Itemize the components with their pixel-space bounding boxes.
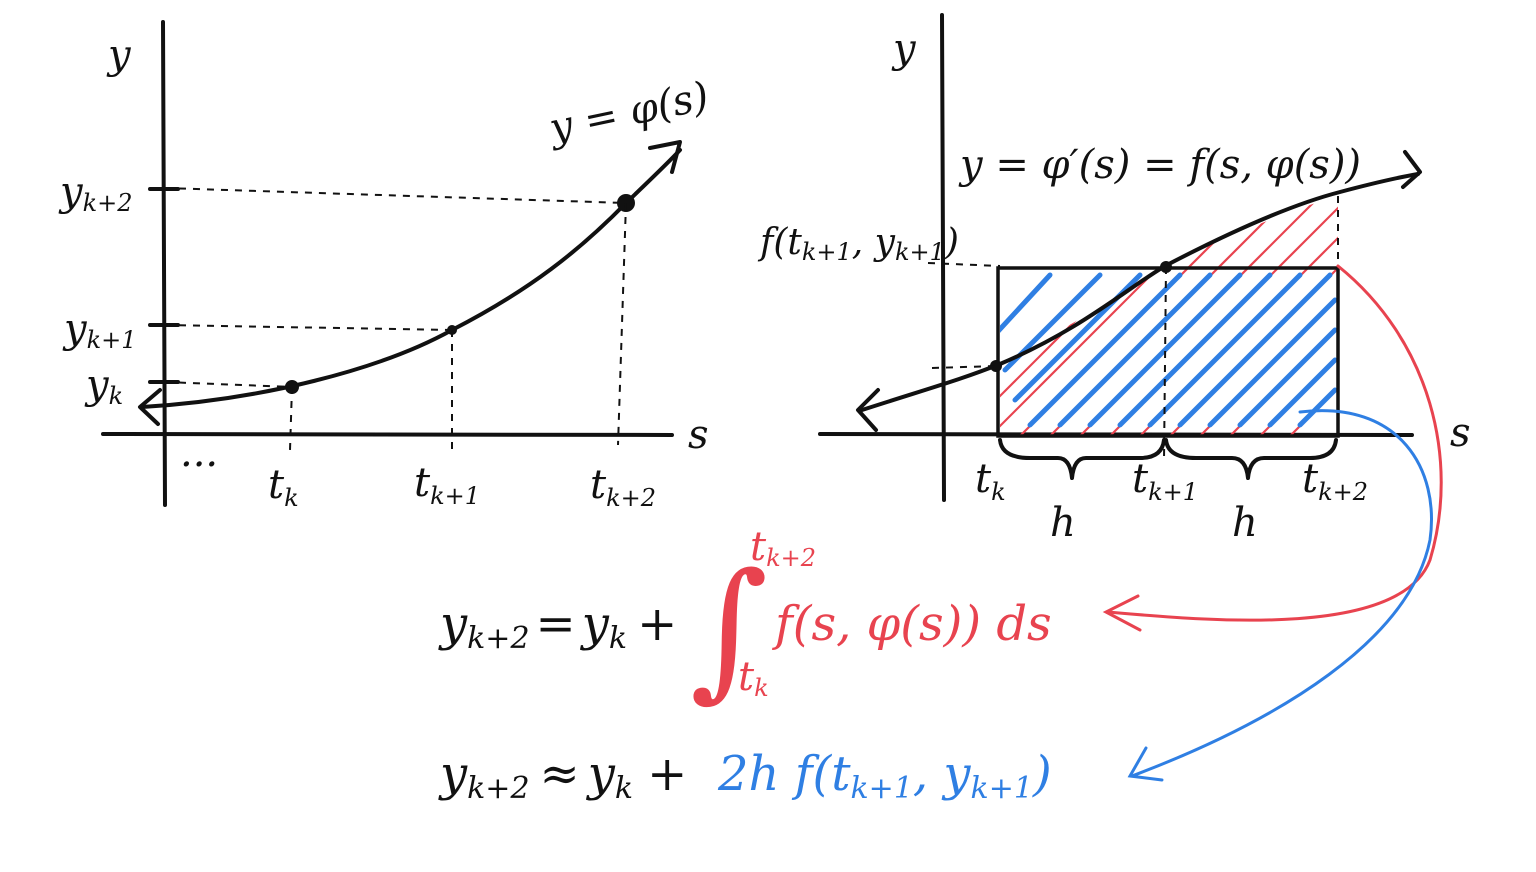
integrand: f(s, φ(s)) ds bbox=[772, 596, 1052, 652]
h-label-1: h bbox=[1050, 500, 1076, 546]
red-arrowhead bbox=[1102, 594, 1142, 632]
guide-right-yk bbox=[931, 365, 997, 369]
phi-prime-arrowhead bbox=[1401, 150, 1422, 189]
label-yk: yk bbox=[84, 362, 123, 410]
approx-term: 2h f(tk+1, yk+1) bbox=[717, 746, 1052, 806]
label-tk: tk bbox=[268, 462, 299, 512]
left-s-axis bbox=[101, 432, 674, 437]
right-label-tk1: tk+1 bbox=[1132, 456, 1198, 506]
label-yk2: yk+2 bbox=[58, 169, 133, 217]
brace-h-1 bbox=[998, 438, 1166, 480]
phi-prime-curve-label: y = φ′(s) = f(s, φ(s)) bbox=[958, 142, 1361, 188]
f-value-label: f(tk+1, yk+1) bbox=[757, 222, 959, 266]
approx-lhs: yk+2≈yk+ bbox=[438, 746, 687, 806]
label-tk2: tk+2 bbox=[590, 462, 656, 512]
integral-upper-limit: tk+2 bbox=[750, 524, 816, 572]
guide-f-value bbox=[927, 262, 1001, 267]
left-ellipsis: ... bbox=[180, 430, 218, 476]
phi-prime-left-arrowhead bbox=[856, 388, 880, 432]
connector-arrows bbox=[1102, 264, 1443, 782]
right-y-axis bbox=[940, 13, 946, 502]
right-graph: y s y = φ′(s) = f(s, φ(s)) bbox=[757, 13, 1471, 546]
phi-prime-curve bbox=[860, 172, 1420, 412]
blue-arrowhead bbox=[1127, 746, 1164, 782]
left-graph: y s y = φ(s) yk+2 yk+1 yk tk tk+1 tk+2 .… bbox=[58, 20, 713, 512]
phi-curve bbox=[140, 148, 682, 409]
right-s-axis-label: s bbox=[1450, 410, 1471, 456]
red-connector-arrow bbox=[1106, 264, 1443, 622]
guide-yk2 bbox=[164, 187, 627, 204]
h-label-2: h bbox=[1232, 500, 1258, 546]
integral-sign: ∫ bbox=[690, 542, 768, 716]
right-point-k bbox=[990, 360, 1002, 372]
label-yk1: yk+1 bbox=[62, 306, 137, 354]
right-y-axis-label: y bbox=[891, 26, 917, 72]
exact-lhs: yk+2=yk+ bbox=[438, 596, 677, 656]
guide-tk bbox=[289, 386, 293, 451]
right-label-tk2: tk+2 bbox=[1302, 456, 1368, 506]
blue-hatch-area bbox=[1000, 272, 1338, 428]
integral-lower-limit: tk bbox=[738, 654, 769, 702]
phi-curve-arrowhead bbox=[648, 140, 682, 174]
guide-right-tk1 bbox=[1163, 266, 1167, 461]
guide-yk bbox=[164, 381, 293, 388]
phi-curve-left-arrowhead bbox=[138, 388, 162, 426]
guide-yk1 bbox=[164, 324, 453, 331]
exact-equation: yk+2=yk+ ∫ tk+2 tk f(s, φ(s)) ds bbox=[438, 524, 1052, 716]
left-s-axis-label: s bbox=[688, 412, 709, 458]
guide-tk2 bbox=[617, 202, 627, 446]
label-tk1: tk+1 bbox=[414, 460, 480, 510]
blue-connector-arrow bbox=[1130, 409, 1433, 778]
brace-h-2 bbox=[1164, 438, 1338, 480]
approx-equation: yk+2≈yk+ 2h f(tk+1, yk+1) bbox=[438, 746, 1052, 806]
left-y-axis bbox=[161, 20, 167, 507]
right-label-tk: tk bbox=[975, 456, 1006, 506]
phi-curve-label: y = φ(s) bbox=[544, 73, 713, 152]
left-y-axis-label: y bbox=[106, 32, 132, 78]
